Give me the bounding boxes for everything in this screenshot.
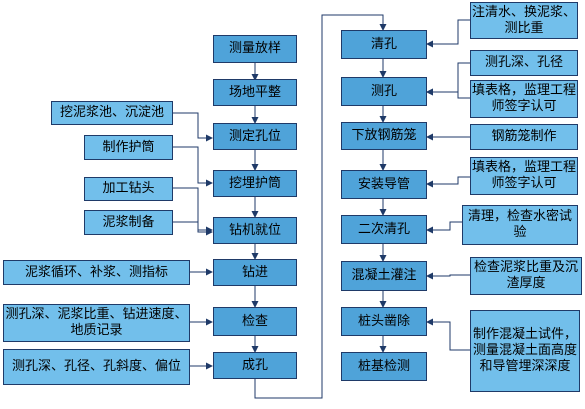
note-rebar-fabrication: 钢筋笼制作 [470, 124, 578, 150]
step-hole-measuring: 测孔 [341, 77, 427, 106]
step-label: 挖埋护筒 [228, 175, 281, 191]
step-label: 混凝土灌注 [351, 268, 417, 283]
note-label: 检查泥浆比重及沉渣厚度 [473, 260, 578, 291]
note-label: 填表格，监理工程师签字认可 [471, 160, 576, 191]
note-slurry-circulation: 泥浆循环、补浆、测指标 [3, 260, 190, 285]
note-concrete-samples: 制作混凝土试件，测量混凝土面高度和导管埋深深度 [470, 310, 580, 392]
step-label: 测量放样 [228, 41, 281, 56]
note-measure-depth: 测孔深、孔径 [470, 50, 578, 76]
step-hole-cleaning: 清孔 [341, 30, 427, 59]
note-label: 加工钻头 [102, 181, 155, 196]
note-make-casing: 制作护筒 [84, 135, 173, 160]
step-bury-casing: 挖埋护筒 [213, 170, 297, 197]
note-hole-deviation: 测孔深、孔径、孔斜度、偏位 [3, 349, 190, 385]
step-label: 二次清孔 [357, 221, 410, 237]
note-label: 测孔深、孔径 [484, 55, 563, 70]
note-slurry-exchange: 注清水、换泥浆、测比重 [470, 2, 578, 39]
step-label: 钻进 [241, 264, 268, 280]
step-label: 测定孔位 [228, 128, 281, 144]
step-site-leveling: 场地平整 [213, 79, 297, 106]
step-label: 清孔 [370, 36, 397, 52]
step-rig-positioning: 钻机就位 [213, 217, 297, 244]
step-label: 测孔 [370, 83, 397, 99]
note-drilling-records: 测孔深、泥浆比重、钻进速度、地质记录 [3, 304, 190, 342]
step-label: 桩头凿除 [357, 313, 410, 329]
step-label: 下放钢筋笼 [351, 128, 417, 143]
step-label: 检查 [241, 313, 268, 329]
step-pile-testing: 桩基检测 [341, 352, 427, 381]
step-secondary-cleaning: 二次清孔 [341, 215, 427, 244]
step-inspection: 检查 [213, 307, 297, 336]
step-lower-rebar-cage: 下放钢筋笼 [341, 122, 427, 150]
note-make-drill-bit: 加工钻头 [84, 177, 173, 201]
step-install-tremie: 安装导管 [341, 170, 427, 199]
note-dig-pits: 挖泥浆池、沉淀池 [51, 101, 173, 125]
note-form-approval-1: 填表格，监理工程师签字认可 [470, 80, 578, 118]
note-label: 测孔深、泥浆比重、钻进速度、地质记录 [5, 307, 188, 338]
step-locate-hole: 测定孔位 [213, 123, 297, 150]
step-label: 成孔 [241, 357, 268, 373]
step-pile-head-chiseling: 桩头凿除 [341, 307, 427, 336]
step-label: 钻机就位 [228, 222, 281, 238]
step-label: 场地平整 [228, 84, 281, 100]
note-prepare-slurry: 泥浆制备 [84, 210, 173, 235]
note-label: 挖泥浆池、沉淀池 [59, 105, 164, 120]
note-label: 泥浆循环、补浆、测指标 [24, 264, 168, 280]
step-label: 桩基检测 [357, 358, 410, 374]
note-sediment-check: 检查泥浆比重及沉渣厚度 [470, 257, 582, 295]
note-label: 清理，检查水密试验 [467, 209, 572, 240]
step-survey-layout: 测量放样 [213, 35, 297, 63]
note-label: 泥浆制备 [102, 214, 155, 230]
note-watertight-test: 清理，检查水密试验 [462, 205, 578, 245]
step-drilling: 钻进 [213, 259, 297, 286]
step-label: 安装导管 [357, 176, 410, 192]
note-label: 测孔深、孔径、孔斜度、偏位 [11, 359, 181, 374]
note-label: 填表格，监理工程师签字认可 [471, 83, 576, 114]
step-concrete-pouring: 混凝土灌注 [341, 261, 427, 291]
note-label: 钢筋笼制作 [491, 129, 557, 144]
step-hole-formed: 成孔 [213, 352, 297, 379]
note-label: 制作混凝土试件，测量混凝土面高度和导管埋深深度 [472, 327, 577, 374]
note-label: 注清水、换泥浆、测比重 [471, 4, 576, 36]
note-form-approval-2: 填表格，监理工程师签字认可 [470, 157, 578, 195]
note-label: 制作护筒 [102, 139, 155, 155]
